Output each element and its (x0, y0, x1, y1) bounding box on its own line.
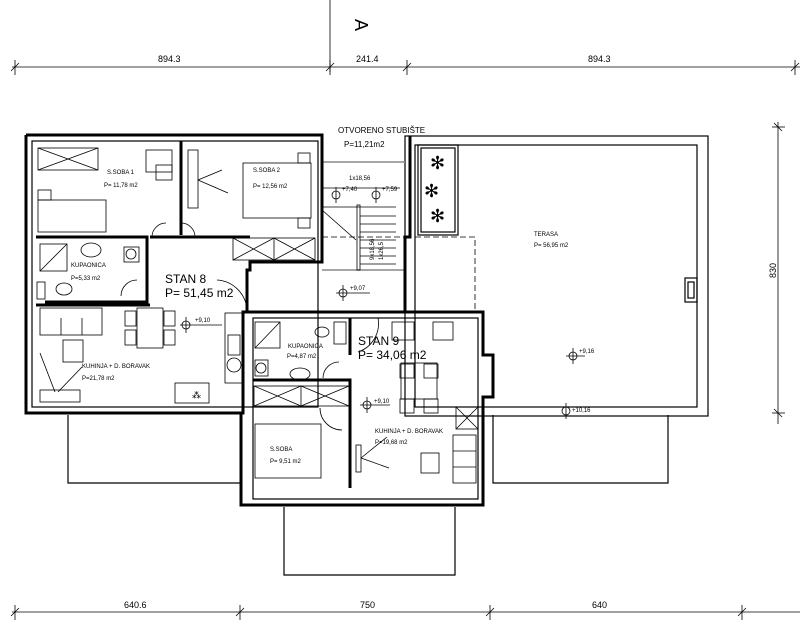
stove-icon: ⁂ (192, 390, 201, 400)
dim-top-2: 241.4 (356, 54, 379, 64)
room-area-kupaonica-8: P=5,33 m2 (71, 276, 101, 282)
dim-right: 830 (768, 263, 778, 278)
room-area-kupaonica-9: P=4,87 m2 (287, 354, 317, 360)
dim-bottom-2: 750 (360, 600, 375, 610)
room-area-s-soba-1: P= 11,78 m2 (104, 183, 138, 189)
room-label-kuhinja-8: KUHINJA + D. BORAVAK (82, 364, 150, 370)
stairs-step-side2: 1x26,5 (379, 241, 385, 260)
room-area-s-soba-9: P= 9,51 m2 (270, 459, 302, 465)
room-label-kupaonica-9: KUPAONICA (288, 344, 323, 350)
level-marker-icon (331, 187, 381, 203)
terrace-area: P= 56,95 m2 (534, 243, 569, 249)
section-label: A (351, 19, 371, 31)
bottom-dimension-line: 640.6 750 640 (10, 600, 800, 620)
stairs-area: P=11,21m2 (344, 140, 385, 149)
right-dimension-line: 830 (768, 122, 785, 424)
level-marker-icon (180, 317, 222, 333)
apartment-area-9: P= 34,06 m2 (358, 348, 427, 362)
balcony-outlines (67, 415, 669, 576)
room-area-s-soba-2: P= 12,56 m2 (253, 184, 288, 190)
apartment-stan-9: KUPAONICA P=4,87 m2 S.SOBA P= 9,51 m2 KU… (239, 310, 495, 507)
terrace-level-outer: +10,16 (572, 408, 591, 414)
room-area-kuhinja-9: P=19,68 m2 (375, 440, 408, 446)
dim-top-1: 894.3 (158, 54, 181, 64)
plant-icon: ✻ (430, 206, 445, 226)
plant-icon: ✻ (430, 153, 445, 173)
stairs-step-top: 1x18,56 (349, 176, 371, 182)
apartment-stan-8: ⁂ S.SOBA 1 P= 11,78 m2 S.SOBA 2 P= 12,56… (24, 133, 324, 415)
apartment-name-8: STAN 8 (165, 272, 206, 286)
dim-bottom-1: 640.6 (124, 600, 147, 610)
dim-bottom-3: 640 (592, 600, 607, 610)
room-label-s-soba-1: S.SOBA 1 (107, 170, 135, 176)
corridor-level: +9,07 (350, 286, 366, 292)
room-label-kupaonica-8: KUPAONICA (71, 263, 106, 269)
level-marker-icon (561, 403, 571, 419)
plant-icon: ✻ (424, 181, 439, 201)
open-staircase: OTVORENO STUBIŠTE P=11,21m2 1x18,56 9x18… (321, 126, 425, 312)
level-stan-8: +9,10 (195, 318, 211, 324)
level-marker-icon (566, 348, 585, 364)
apartment-name-9: STAN 9 (358, 334, 399, 348)
top-dimension-line: 894.3 241.4 894.3 (10, 54, 800, 75)
room-label-s-soba-9: S.SOBA (270, 447, 292, 453)
room-label-s-soba-2: S.SOBA 2 (253, 168, 281, 174)
stairs-level-2: +7,59 (382, 187, 398, 193)
level-marker-icon (360, 397, 390, 413)
terrace-name: TERASA (534, 232, 558, 238)
room-label-kuhinja-9: KUHINJA + D. BORAVAK (375, 429, 443, 435)
terrace: ✻ ✻ ✻ TERASA P= 56,95 m2 +9,16 +10,16 (404, 135, 709, 419)
terrace-level: +9,16 (579, 349, 595, 355)
stairs-title: OTVORENO STUBIŠTE (338, 126, 425, 135)
dim-top-3: 894.3 (588, 54, 611, 64)
room-area-kuhinja-8: P=21,78 m2 (82, 376, 115, 382)
apartment-area-8: P= 51,45 m2 (165, 286, 234, 300)
level-marker-icon (336, 285, 370, 301)
level-stan-9: +9,10 (374, 399, 390, 405)
stairs-step-side: 9x18,56 (370, 238, 376, 260)
stairs-level-1: +7,40 (342, 187, 358, 193)
